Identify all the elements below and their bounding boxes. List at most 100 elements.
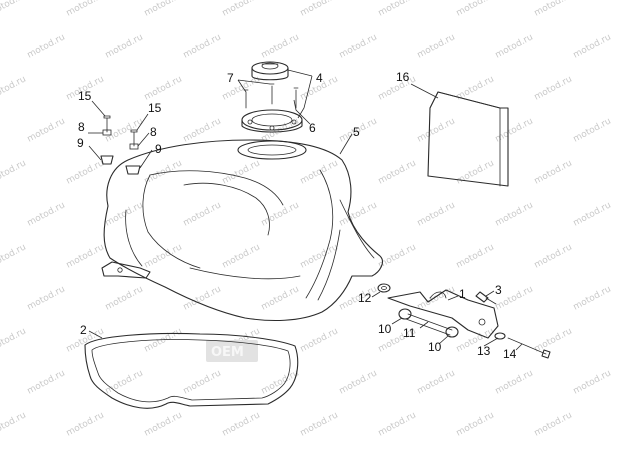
watermark-text: motod.ru [143, 242, 184, 270]
watermark-text: motod.ru [65, 410, 106, 438]
watermark-text: motod.ru [572, 116, 613, 144]
watermark-text: motod.ru [260, 284, 301, 312]
watermark-text: motod.ru [104, 284, 145, 312]
watermark-text: motod.ru [65, 242, 106, 270]
watermark-text: motod.ru [260, 32, 301, 60]
watermark-text: motod.ru [533, 74, 574, 102]
watermark-text: motod.ru [416, 116, 457, 144]
watermark-text: motod.ru [572, 32, 613, 60]
side-mount-hardware [100, 115, 141, 175]
watermark-text: motod.ru [26, 32, 67, 60]
callout-14: 14 [503, 347, 517, 361]
watermark-text: motod.ru [299, 242, 340, 270]
watermark-text: motod.ru [533, 0, 574, 19]
callout-4: 4 [316, 71, 323, 85]
callout-10: 10 [378, 322, 392, 336]
watermark-text: motod.ru [182, 368, 223, 396]
callout-8: 8 [150, 125, 157, 139]
watermark-text: motod.ru [416, 32, 457, 60]
watermark-text: motod.ru [299, 158, 340, 186]
callout-5: 5 [353, 125, 360, 139]
watermark-text: motod.ru [299, 410, 340, 438]
callout-10: 10 [428, 340, 442, 354]
watermark-text: motod.ru [0, 158, 28, 186]
watermark-text: motod.ru [494, 200, 535, 228]
watermark-text: motod.ru [0, 410, 28, 438]
watermark-text: motod.ru [572, 284, 613, 312]
watermark-text: motod.ru [0, 0, 28, 19]
callout-9: 9 [77, 136, 84, 150]
watermark-text: motod.ru [455, 0, 496, 19]
watermark-text: motod.ru [494, 368, 535, 396]
callout-3: 3 [495, 283, 502, 297]
watermark-text: motod.ru [104, 116, 145, 144]
watermark-text: motod.ru [182, 200, 223, 228]
watermark-text: motod.ru [182, 116, 223, 144]
watermark-text: motod.ru [338, 32, 379, 60]
watermark-text: motod.ru [26, 284, 67, 312]
oem-badge-text: OEM [211, 345, 244, 360]
watermark-text: motod.ru [455, 410, 496, 438]
watermark-text: motod.ru [221, 410, 262, 438]
watermark-text: motod.ru [26, 116, 67, 144]
watermark-text: motod.ru [26, 368, 67, 396]
watermark-text: motod.ru [416, 368, 457, 396]
callout-11: 11 [403, 326, 416, 340]
watermark-text: motod.ru [65, 158, 106, 186]
callout-labels: 15 15 8 8 9 9 7 4 6 5 16 2 12 1 3 10 11 … [77, 70, 517, 361]
rear-bracket-assembly [377, 283, 551, 359]
watermark-text: motod.ru [299, 326, 340, 354]
watermark-text: motod.ru [221, 158, 262, 186]
watermark-text: motod.ru [533, 242, 574, 270]
watermark-text: motod.ru [0, 74, 28, 102]
callout-15: 15 [78, 89, 92, 103]
watermark-text: motod.ru [377, 158, 418, 186]
watermark-text: motod.ru [143, 0, 184, 19]
watermark-text: motod.ru [377, 242, 418, 270]
oem-badge: OEM [206, 340, 258, 362]
tank-pad [84, 332, 299, 409]
watermark-text: motod.ru [377, 0, 418, 19]
watermark-text: motod.ru [182, 32, 223, 60]
watermark-text: motod.ru [260, 368, 301, 396]
callout-6: 6 [309, 121, 316, 135]
callout-2: 2 [80, 323, 87, 337]
callout-1: 1 [459, 287, 466, 301]
callout-16: 16 [396, 70, 410, 84]
callout-12: 12 [358, 291, 372, 305]
fuel-tank [101, 139, 383, 321]
watermark-text: motod.ru [143, 410, 184, 438]
watermark-text: motod.ru [0, 326, 28, 354]
watermark-text: motod.ru [416, 200, 457, 228]
callout-8: 8 [78, 120, 85, 134]
watermark-text: motod.ru [26, 200, 67, 228]
filler-cap-assembly [241, 61, 303, 133]
watermark-text: motod.ru [338, 368, 379, 396]
watermark-text: motod.ru [221, 242, 262, 270]
watermark-text: motod.ru [533, 410, 574, 438]
watermark-text: motod.ru [494, 32, 535, 60]
watermark-text: motod.ru [104, 32, 145, 60]
watermark-text: motod.ru [572, 368, 613, 396]
watermark-text: motod.ru [221, 0, 262, 19]
watermark-text: motod.ru [533, 158, 574, 186]
document-bag [427, 91, 509, 187]
watermark-text: motod.ru [104, 368, 145, 396]
watermark-text: motod.ru [104, 200, 145, 228]
watermark-text: motod.ru [299, 0, 340, 19]
watermark-text: motod.ru [533, 326, 574, 354]
watermark-text: motod.ru [143, 74, 184, 102]
watermark-text: motod.ru [572, 200, 613, 228]
watermark-text: motod.ru [65, 0, 106, 19]
watermark-layer: motod.ru motod.ru motod.ru motod.ru motod.ru… [0, 0, 613, 439]
callout-15: 15 [148, 101, 162, 115]
watermark-text: motod.ru [0, 242, 28, 270]
watermark-text: motod.ru [260, 200, 301, 228]
callout-9: 9 [155, 142, 162, 156]
watermark-text: motod.ru [338, 200, 379, 228]
watermark-text: motod.ru [377, 410, 418, 438]
watermark-text: motod.ru [455, 242, 496, 270]
callout-13: 13 [477, 344, 491, 358]
